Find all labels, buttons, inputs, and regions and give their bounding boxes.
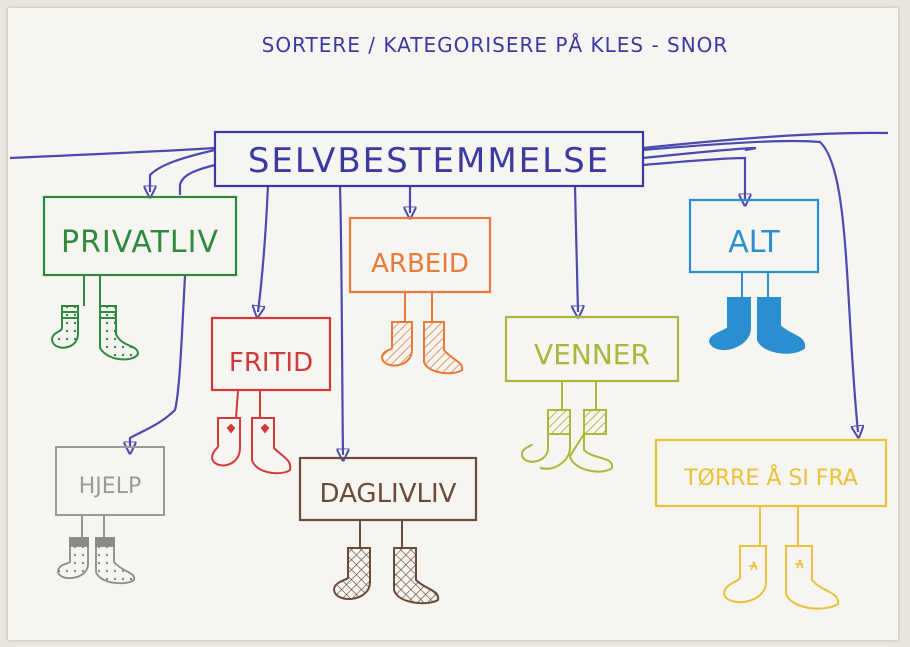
category-box — [688, 198, 820, 274]
category-label: HJELP — [79, 474, 141, 499]
category-label: DAGLIVLIV — [320, 479, 457, 509]
sock-pair — [57, 516, 135, 585]
category-label: TØRRE Å SI FRA — [683, 464, 858, 491]
category-hjelp: HJELP — [55, 446, 165, 585]
sock-pair — [210, 390, 292, 475]
sock-pair — [332, 521, 440, 605]
category-privatliv: PRIVATLIV — [42, 195, 238, 361]
category-daglivliv: DAGLIVLIV — [298, 456, 478, 605]
category-label: ARBEID — [371, 249, 469, 279]
category-box — [654, 438, 888, 508]
category-box — [55, 446, 165, 516]
category-box — [298, 456, 478, 522]
root-label: SELVBESTEMMELSE — [248, 141, 610, 181]
category-arbeid: ARBEID — [348, 216, 492, 375]
category-label: FRITID — [229, 348, 313, 378]
category-box — [42, 195, 238, 277]
sock-pair — [380, 293, 464, 375]
category-venner: VENNER — [504, 315, 680, 473]
diagram-title: SORTERE / KATEGORISERE PÅ KLES - SNOR — [262, 33, 729, 57]
clothesline — [9, 131, 889, 455]
category-box — [210, 316, 332, 392]
sock-pair — [50, 276, 140, 361]
category-label: PRIVATLIV — [61, 225, 219, 260]
root-box — [213, 130, 645, 188]
category-label: ALT — [728, 225, 780, 260]
category-box — [348, 216, 492, 294]
category-torre-a-si-fra: TØRRE Å SI FRA — [654, 438, 888, 610]
category-alt: ALT — [688, 198, 820, 354]
category-fritid: FRITID — [210, 316, 332, 475]
category-label: VENNER — [534, 338, 650, 371]
sock-pair — [722, 507, 840, 610]
sock-pair — [520, 382, 614, 473]
sock-pair — [708, 273, 806, 354]
root-node: SELVBESTEMMELSE — [213, 130, 645, 188]
category-box — [504, 315, 680, 383]
